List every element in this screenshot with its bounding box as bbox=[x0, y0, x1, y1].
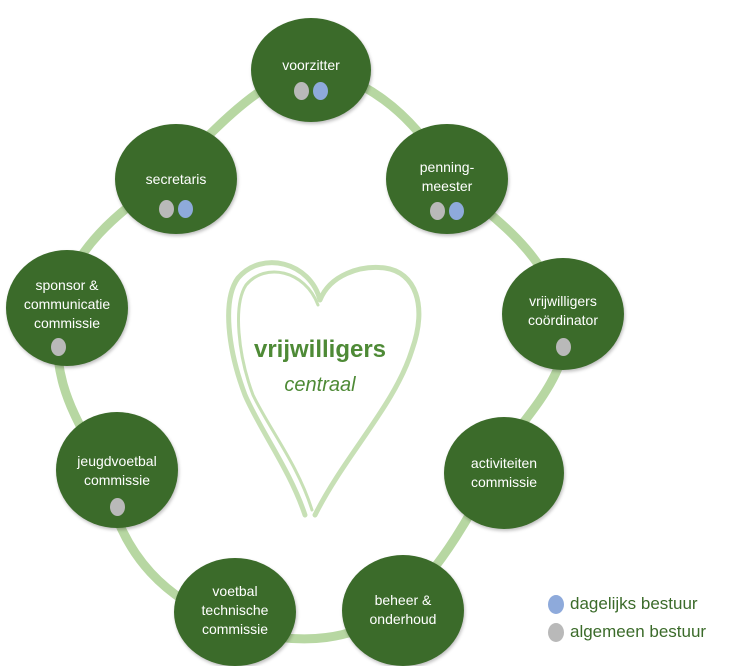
legend-label: algemeen bestuur bbox=[570, 622, 707, 641]
legend-dagelijks-bestuur: dagelijks bestuur bbox=[548, 594, 698, 614]
membership-dots bbox=[6, 338, 128, 356]
legend-label: dagelijks bestuur bbox=[570, 594, 698, 613]
algemeen-bestuur-dot bbox=[109, 498, 125, 516]
connecting-ring bbox=[52, 65, 571, 644]
dagelijks-bestuur-dot bbox=[313, 82, 328, 100]
algemeen-bestuur-dot bbox=[555, 338, 571, 356]
membership-dots bbox=[56, 498, 178, 516]
heart-outline bbox=[226, 260, 422, 518]
membership-dots bbox=[251, 82, 371, 100]
node-label: vrijwilligers coördinator bbox=[527, 293, 599, 328]
node-voorzitter[interactable]: voorzitter bbox=[251, 18, 371, 122]
node-label: voetbal technische commissie bbox=[201, 583, 269, 637]
node-beheer-onderhoud[interactable]: beheer & onderhoud bbox=[342, 555, 464, 666]
membership-dots bbox=[115, 200, 237, 218]
node-label: jeugdvoetbal commissie bbox=[77, 453, 157, 488]
algemeen-bestuur-dot bbox=[159, 200, 174, 218]
center-subtitle: centraal bbox=[284, 374, 356, 396]
algemeen-bestuur-dot bbox=[430, 202, 445, 220]
node-label: beheer & onderhoud bbox=[369, 592, 437, 627]
node-sponsor-communicatie-commissie[interactable]: sponsor & communicatie commissie bbox=[6, 250, 128, 366]
node-activiteiten-commissie[interactable]: activiteiten commissie bbox=[444, 417, 564, 529]
dagelijks-bestuur-dot bbox=[178, 200, 193, 218]
legend-algemeen-bestuur: algemeen bestuur bbox=[548, 622, 706, 642]
legend-gray-dot bbox=[548, 622, 564, 642]
node-label: voorzitter bbox=[282, 57, 340, 73]
algemeen-bestuur-dot bbox=[51, 338, 66, 356]
node-penningmeester[interactable]: penning- meester bbox=[386, 124, 508, 234]
algemeen-bestuur-dot bbox=[294, 82, 309, 100]
heart-outline-inner bbox=[237, 270, 320, 512]
node-jeugdvoetbal-commissie[interactable]: jeugdvoetbal commissie bbox=[56, 412, 178, 528]
node-label: sponsor & communicatie commissie bbox=[23, 277, 111, 331]
membership-dots bbox=[502, 338, 624, 356]
center-title: vrijwilligers bbox=[253, 336, 387, 363]
node-voetbal-technische-commissie[interactable]: voetbal technische commissie bbox=[174, 558, 296, 666]
legend-blue-dot bbox=[548, 594, 564, 614]
node-secretaris[interactable]: secretaris bbox=[115, 124, 237, 234]
node-label: secretaris bbox=[145, 171, 207, 187]
node-label: penning- meester bbox=[419, 159, 475, 194]
dagelijks-bestuur-dot bbox=[449, 202, 464, 220]
membership-dots bbox=[386, 202, 508, 220]
node-vrijwilligers-coordinator[interactable]: vrijwilligers coördinator bbox=[502, 258, 624, 370]
node-label: activiteiten commissie bbox=[470, 455, 538, 490]
